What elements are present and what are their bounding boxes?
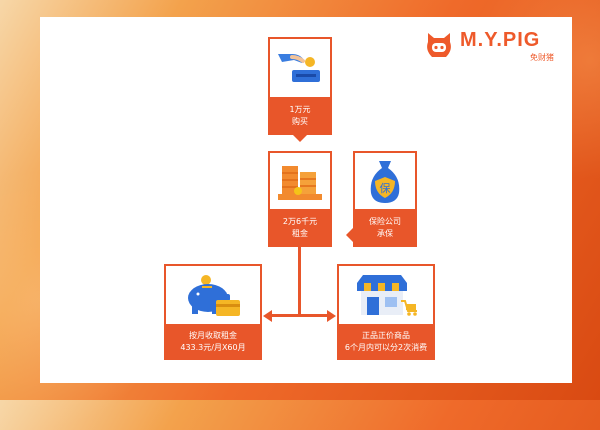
logo-wordmark: M.Y.PIG <box>460 29 541 51</box>
node-collect-line1: 按月收取租金 <box>189 331 237 340</box>
node-buy: 1万元 购买 <box>268 37 332 135</box>
logo-subtitle: 免财猪 <box>530 53 554 62</box>
coin-stack-icon <box>278 166 322 200</box>
money-bag-shield-icon: 保 <box>370 161 400 203</box>
node-buy-label: 购买 <box>292 117 308 126</box>
node-insure: 保 保险公司 承保 <box>353 151 417 247</box>
node-shop: 正品正价商品 6个月内可以分2次消费 <box>337 264 435 360</box>
insure-shield-char: 保 <box>380 181 391 195</box>
connector-arrow <box>346 228 353 242</box>
connector-arrow <box>293 135 307 142</box>
node-shop-line1: 正品正价商品 <box>362 331 410 340</box>
node-collect-line2: 433.3元/月X60月 <box>180 343 246 352</box>
node-rent-amount: 2万6千元 <box>282 217 318 226</box>
node-buy-amount: 1万元 <box>289 105 311 114</box>
pig-icon <box>427 33 451 57</box>
logo: M.Y.PIG 免财猪 <box>422 28 572 68</box>
node-insure-line2: 承保 <box>377 229 393 238</box>
node-insure-line1: 保险公司 <box>369 217 401 226</box>
connector-vertical <box>298 247 301 315</box>
node-shop-line2: 6个月内可以分2次消费 <box>344 343 428 352</box>
connector-arrowhead-left <box>263 309 272 322</box>
connector-arrowhead-right <box>327 309 336 322</box>
node-shop-image <box>337 264 435 324</box>
piggy-bank-icon <box>188 275 240 316</box>
node-collect-image <box>164 264 262 324</box>
node-rent-label: 租金 <box>292 229 308 238</box>
connector-horizontal <box>270 314 328 317</box>
node-buy-image <box>268 37 332 97</box>
node-insure-image: 保 <box>353 151 417 209</box>
hand-coin-icon <box>278 54 320 82</box>
node-rent: 2万6千元 租金 <box>268 151 332 247</box>
store-icon <box>357 275 417 316</box>
node-rent-image <box>268 151 332 209</box>
node-collect: 按月收取租金 433.3元/月X60月 <box>164 264 262 360</box>
